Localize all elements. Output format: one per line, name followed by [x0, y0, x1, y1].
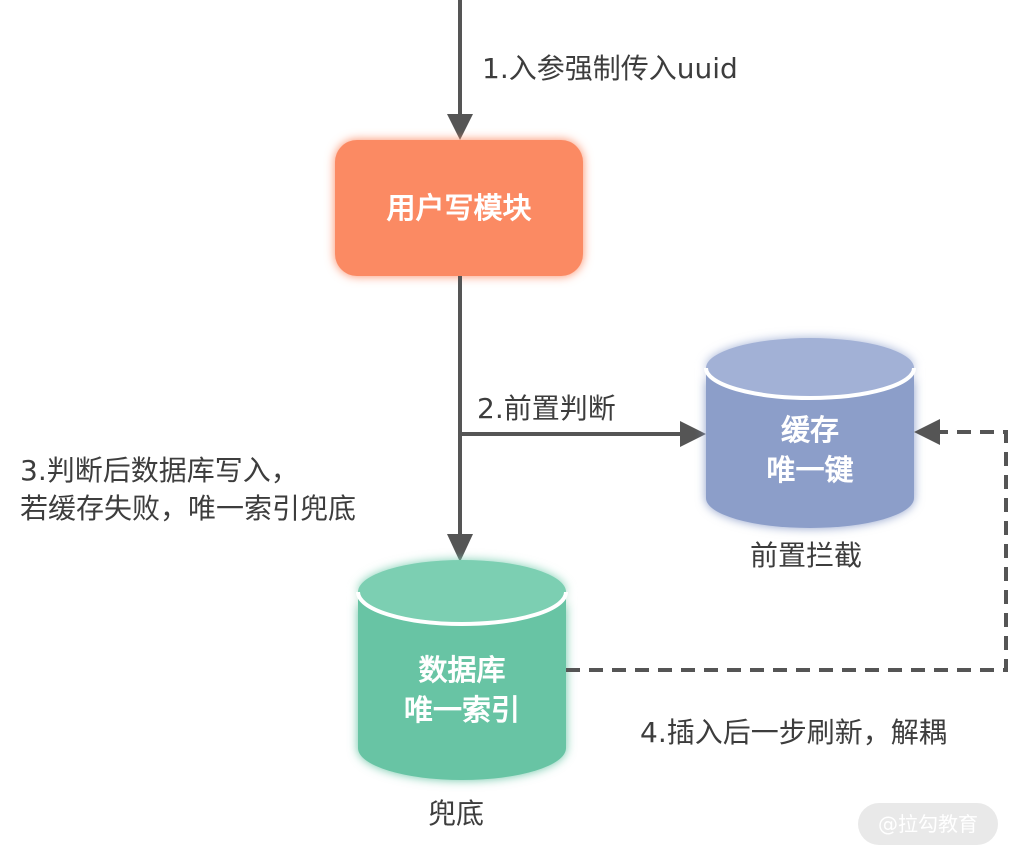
- cache-label: 缓存 唯一键: [706, 410, 914, 490]
- refresh-label: 4.插入后一步刷新，解耦: [640, 716, 947, 749]
- fallback-label-line2: 若缓存失败，唯一索引兜底: [20, 492, 357, 525]
- database-label-line2: 唯一索引: [403, 693, 520, 727]
- write-module-label: 用户写模块: [386, 191, 532, 225]
- database-cylinder: [356, 560, 568, 780]
- database-caption: 兜底: [428, 797, 485, 830]
- cache-arrowhead: [680, 421, 706, 447]
- input-arrowhead: [447, 114, 473, 140]
- cache-label-line1: 缓存: [780, 413, 839, 447]
- fallback-label: 3.判断后数据库写入， 若缓存失败，唯一索引兜底: [20, 452, 356, 528]
- precheck-label: 2.前置判断: [477, 392, 616, 425]
- write-module-box: [335, 140, 583, 276]
- refresh-dashed-path: [566, 430, 1008, 672]
- refresh-arrowhead: [914, 419, 940, 445]
- fallback-label-line1: 3.判断后数据库写入，: [20, 454, 299, 487]
- cache-label-line2: 唯一键: [766, 453, 854, 487]
- database-label-line1: 数据库: [418, 653, 506, 687]
- cache-cylinder: [704, 338, 916, 528]
- input-label: 1.入参强制传入uuid: [482, 52, 738, 85]
- cache-caption: 前置拦截: [750, 539, 863, 572]
- watermark: @拉勾教育: [858, 803, 998, 845]
- database-label: 数据库 唯一索引: [358, 650, 566, 730]
- db-arrowhead: [447, 534, 473, 562]
